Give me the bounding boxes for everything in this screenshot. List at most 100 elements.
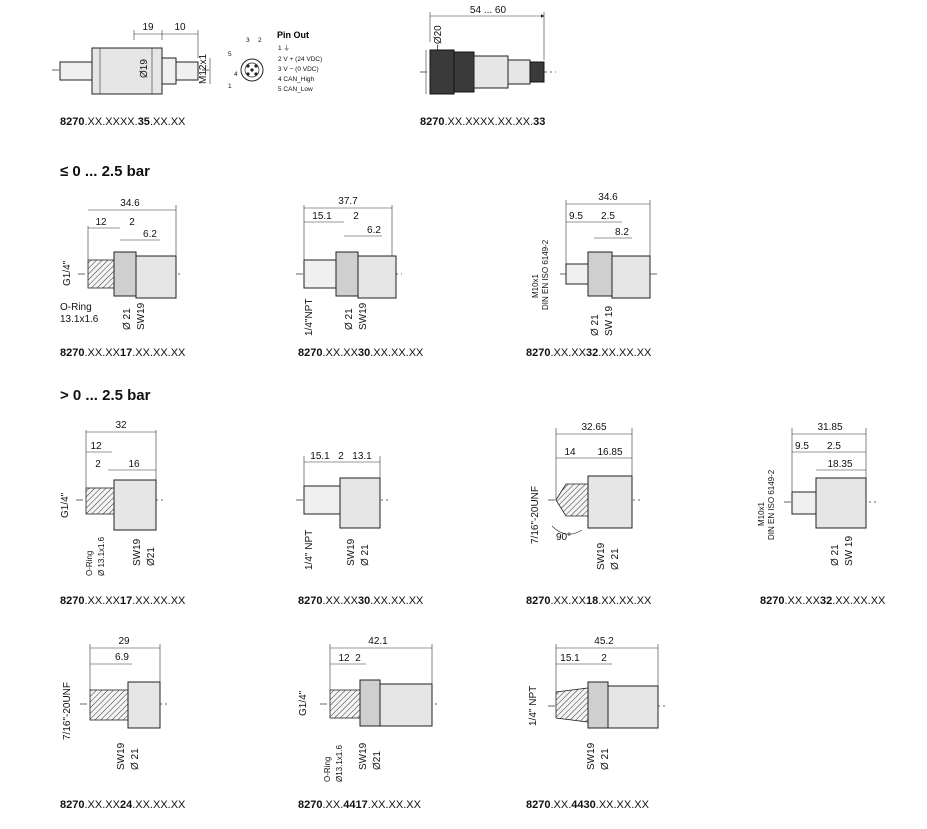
caption-35: 8270.XX.XXXX.35.XX.XX xyxy=(60,116,186,128)
svg-text:1: 1 xyxy=(228,83,232,90)
svg-text:Ø 21: Ø 21 xyxy=(360,544,371,566)
svg-text:G1/4": G1/4" xyxy=(298,690,309,716)
svg-text:SW19: SW19 xyxy=(596,542,607,570)
svg-text:2.5: 2.5 xyxy=(601,211,615,222)
svg-text:15.1: 15.1 xyxy=(312,211,332,222)
svg-text:42.1: 42.1 xyxy=(368,636,388,647)
svg-text:SW19: SW19 xyxy=(358,302,369,330)
drawing-s2-30: 15.1 2 13.1 1/4" NPT SW19 Ø 21 8270.XX.X… xyxy=(296,451,424,607)
svg-text:G1/4": G1/4" xyxy=(62,260,73,286)
svg-text:37.7: 37.7 xyxy=(338,196,358,207)
svg-text:Ø 21: Ø 21 xyxy=(130,748,141,770)
drawing-s2-32: 31.85 9.5 2.5 18.35 M10x1 DIN EN ISO 614… xyxy=(757,422,886,607)
caption-33: 8270.XX.XXXX.XX.XX.33 xyxy=(420,116,545,128)
svg-text:SW19: SW19 xyxy=(116,742,127,770)
dim-dia20: ~Ø20 xyxy=(433,25,444,50)
svg-text:6.9: 6.9 xyxy=(115,652,129,663)
svg-text:31.85: 31.85 xyxy=(817,422,842,433)
drawing-s2-17: 32 12 2 16 G1/4" O-Ring Ø 13.1x1.6 SW19 … xyxy=(60,420,186,607)
svg-text:13.1x1.6: 13.1x1.6 xyxy=(60,314,99,325)
svg-text:Ø13.1x1.6: Ø13.1x1.6 xyxy=(335,745,344,782)
svg-text:15.1: 15.1 xyxy=(310,451,330,462)
dim-19: 19 xyxy=(142,22,154,33)
svg-text:Ø21: Ø21 xyxy=(372,751,383,770)
svg-text:DIN EN ISO 6149-2: DIN EN ISO 6149-2 xyxy=(541,239,550,310)
heading-section-2: > 0 ... 2.5 bar xyxy=(60,387,151,404)
svg-text:SW19: SW19 xyxy=(346,538,357,566)
svg-text:Ø 21: Ø 21 xyxy=(830,544,841,566)
svg-text:M10x1: M10x1 xyxy=(757,501,766,526)
drawing-s1-17: 34.6 12 2 6.2 G1/4" O-Ring 13.1x1.6 Ø 21… xyxy=(60,198,186,359)
svg-text:Ø 21: Ø 21 xyxy=(600,748,611,770)
svg-text:SW19: SW19 xyxy=(358,742,369,770)
drawing-s1-32: 34.6 9.5 2.5 8.2 M10x1 DIN EN ISO 6149-2… xyxy=(526,192,660,359)
svg-text:SW 19: SW 19 xyxy=(604,306,615,336)
svg-text:13.1: 13.1 xyxy=(352,451,372,462)
svg-text:1/4" NPT: 1/4" NPT xyxy=(528,686,539,726)
svg-text:1/4" NPT: 1/4" NPT xyxy=(304,530,315,570)
svg-text:SW 19: SW 19 xyxy=(844,536,855,566)
svg-text:8270.XX.XX17.XX.XX.XX: 8270.XX.XX17.XX.XX.XX xyxy=(60,595,186,607)
svg-text:15.1: 15.1 xyxy=(560,653,580,664)
svg-text:12: 12 xyxy=(95,217,107,228)
svg-text:8270.XX.XX30.XX.XX.XX: 8270.XX.XX30.XX.XX.XX xyxy=(298,595,424,607)
svg-text:34.6: 34.6 xyxy=(598,192,618,203)
svg-text:SW19: SW19 xyxy=(136,302,147,330)
svg-text:7/16"-20UNF: 7/16"-20UNF xyxy=(530,486,541,544)
drawing-s3-24: 29 6.9 7/16"-20UNF SW19 Ø 21 8270.XX.XX2… xyxy=(60,636,186,811)
drawing-s2-18: 32.65 14 16.85 7/16"-20UNF 90° SW19 Ø 21… xyxy=(526,422,652,607)
svg-text:90°: 90° xyxy=(556,532,571,543)
svg-text:8270.XX.XX24.XX.XX.XX: 8270.XX.XX24.XX.XX.XX xyxy=(60,799,186,811)
drawing-s3-4430: 45.2 15.1 2 1/4" NPT SW19 Ø 21 8270.XX.4… xyxy=(526,636,666,811)
pinout-title: Pin Out xyxy=(277,30,309,40)
svg-text:8270.XX.XX18.XX.XX.XX: 8270.XX.XX18.XX.XX.XX xyxy=(526,595,652,607)
svg-text:O-Ring: O-Ring xyxy=(60,302,92,313)
svg-text:8270.XX.4417.XX.XX.XX: 8270.XX.4417.XX.XX.XX xyxy=(298,799,422,811)
svg-text:SW19: SW19 xyxy=(586,742,597,770)
svg-text:G1/4": G1/4" xyxy=(60,492,71,518)
svg-text:12: 12 xyxy=(90,441,102,452)
svg-text:8270.XX.XX17.XX.XX.XX: 8270.XX.XX17.XX.XX.XX xyxy=(60,347,186,359)
svg-text:29: 29 xyxy=(118,636,130,647)
svg-text:2: 2 xyxy=(95,459,101,470)
svg-text:34.6: 34.6 xyxy=(120,198,140,209)
svg-text:4: 4 xyxy=(234,71,238,78)
drawing-8270-35: 19 10 Ø19 M12x1 8270.XX.XXXX.35.XX.XX xyxy=(52,22,211,128)
svg-text:4 CAN_High: 4 CAN_High xyxy=(278,76,315,83)
dim-m12: M12x1 xyxy=(198,54,209,84)
drawing-s1-30: 37.7 15.1 2 6.2 1/4"NPT Ø 21 SW19 8270.X… xyxy=(296,196,424,359)
svg-text:SW19: SW19 xyxy=(132,538,143,566)
svg-text:2: 2 xyxy=(338,451,344,462)
svg-text:Ø 21: Ø 21 xyxy=(122,308,133,330)
svg-text:12: 12 xyxy=(338,653,350,664)
svg-text:8270.XX.XX30.XX.XX.XX: 8270.XX.XX30.XX.XX.XX xyxy=(298,347,424,359)
svg-text:2.5: 2.5 xyxy=(827,441,841,452)
svg-text:9.5: 9.5 xyxy=(569,211,583,222)
dim-54-60: 54 ... 60 xyxy=(470,5,507,16)
svg-text:2: 2 xyxy=(129,217,135,228)
svg-text:3 V − (0 VDC): 3 V − (0 VDC) xyxy=(278,66,319,73)
svg-text:2 V + (24 VDC): 2 V + (24 VDC) xyxy=(278,56,322,63)
svg-text:Ø 21: Ø 21 xyxy=(590,314,601,336)
svg-text:7/16"-20UNF: 7/16"-20UNF xyxy=(62,682,73,740)
svg-text:Ø 21: Ø 21 xyxy=(610,548,621,570)
svg-text:3: 3 xyxy=(246,37,250,44)
svg-text:5: 5 xyxy=(228,51,232,58)
svg-text:8270.XX.4430.XX.XX.XX: 8270.XX.4430.XX.XX.XX xyxy=(526,799,650,811)
svg-text:2: 2 xyxy=(601,653,607,664)
drawing-8270-33: 54 ... 60 ~Ø20 8270.XX.XXXX.XX.XX.33 xyxy=(420,5,556,128)
svg-text:14: 14 xyxy=(564,447,576,458)
svg-text:DIN EN ISO 6149-2: DIN EN ISO 6149-2 xyxy=(767,469,776,540)
svg-text:2: 2 xyxy=(353,211,359,222)
svg-text:32.65: 32.65 xyxy=(581,422,606,433)
svg-text:Ø 21: Ø 21 xyxy=(344,308,355,330)
svg-text:Ø21: Ø21 xyxy=(146,547,157,566)
dim-10: 10 xyxy=(174,22,186,33)
svg-text:O-Ring: O-Ring xyxy=(85,551,94,576)
heading-section-1: ≤ 0 ... 2.5 bar xyxy=(60,163,150,180)
svg-text:6.2: 6.2 xyxy=(143,229,157,240)
svg-text:Ø 13.1x1.6: Ø 13.1x1.6 xyxy=(97,536,106,576)
svg-text:8270.XX.XX32.XX.XX.XX: 8270.XX.XX32.XX.XX.XX xyxy=(526,347,652,359)
svg-text:32: 32 xyxy=(115,420,127,431)
